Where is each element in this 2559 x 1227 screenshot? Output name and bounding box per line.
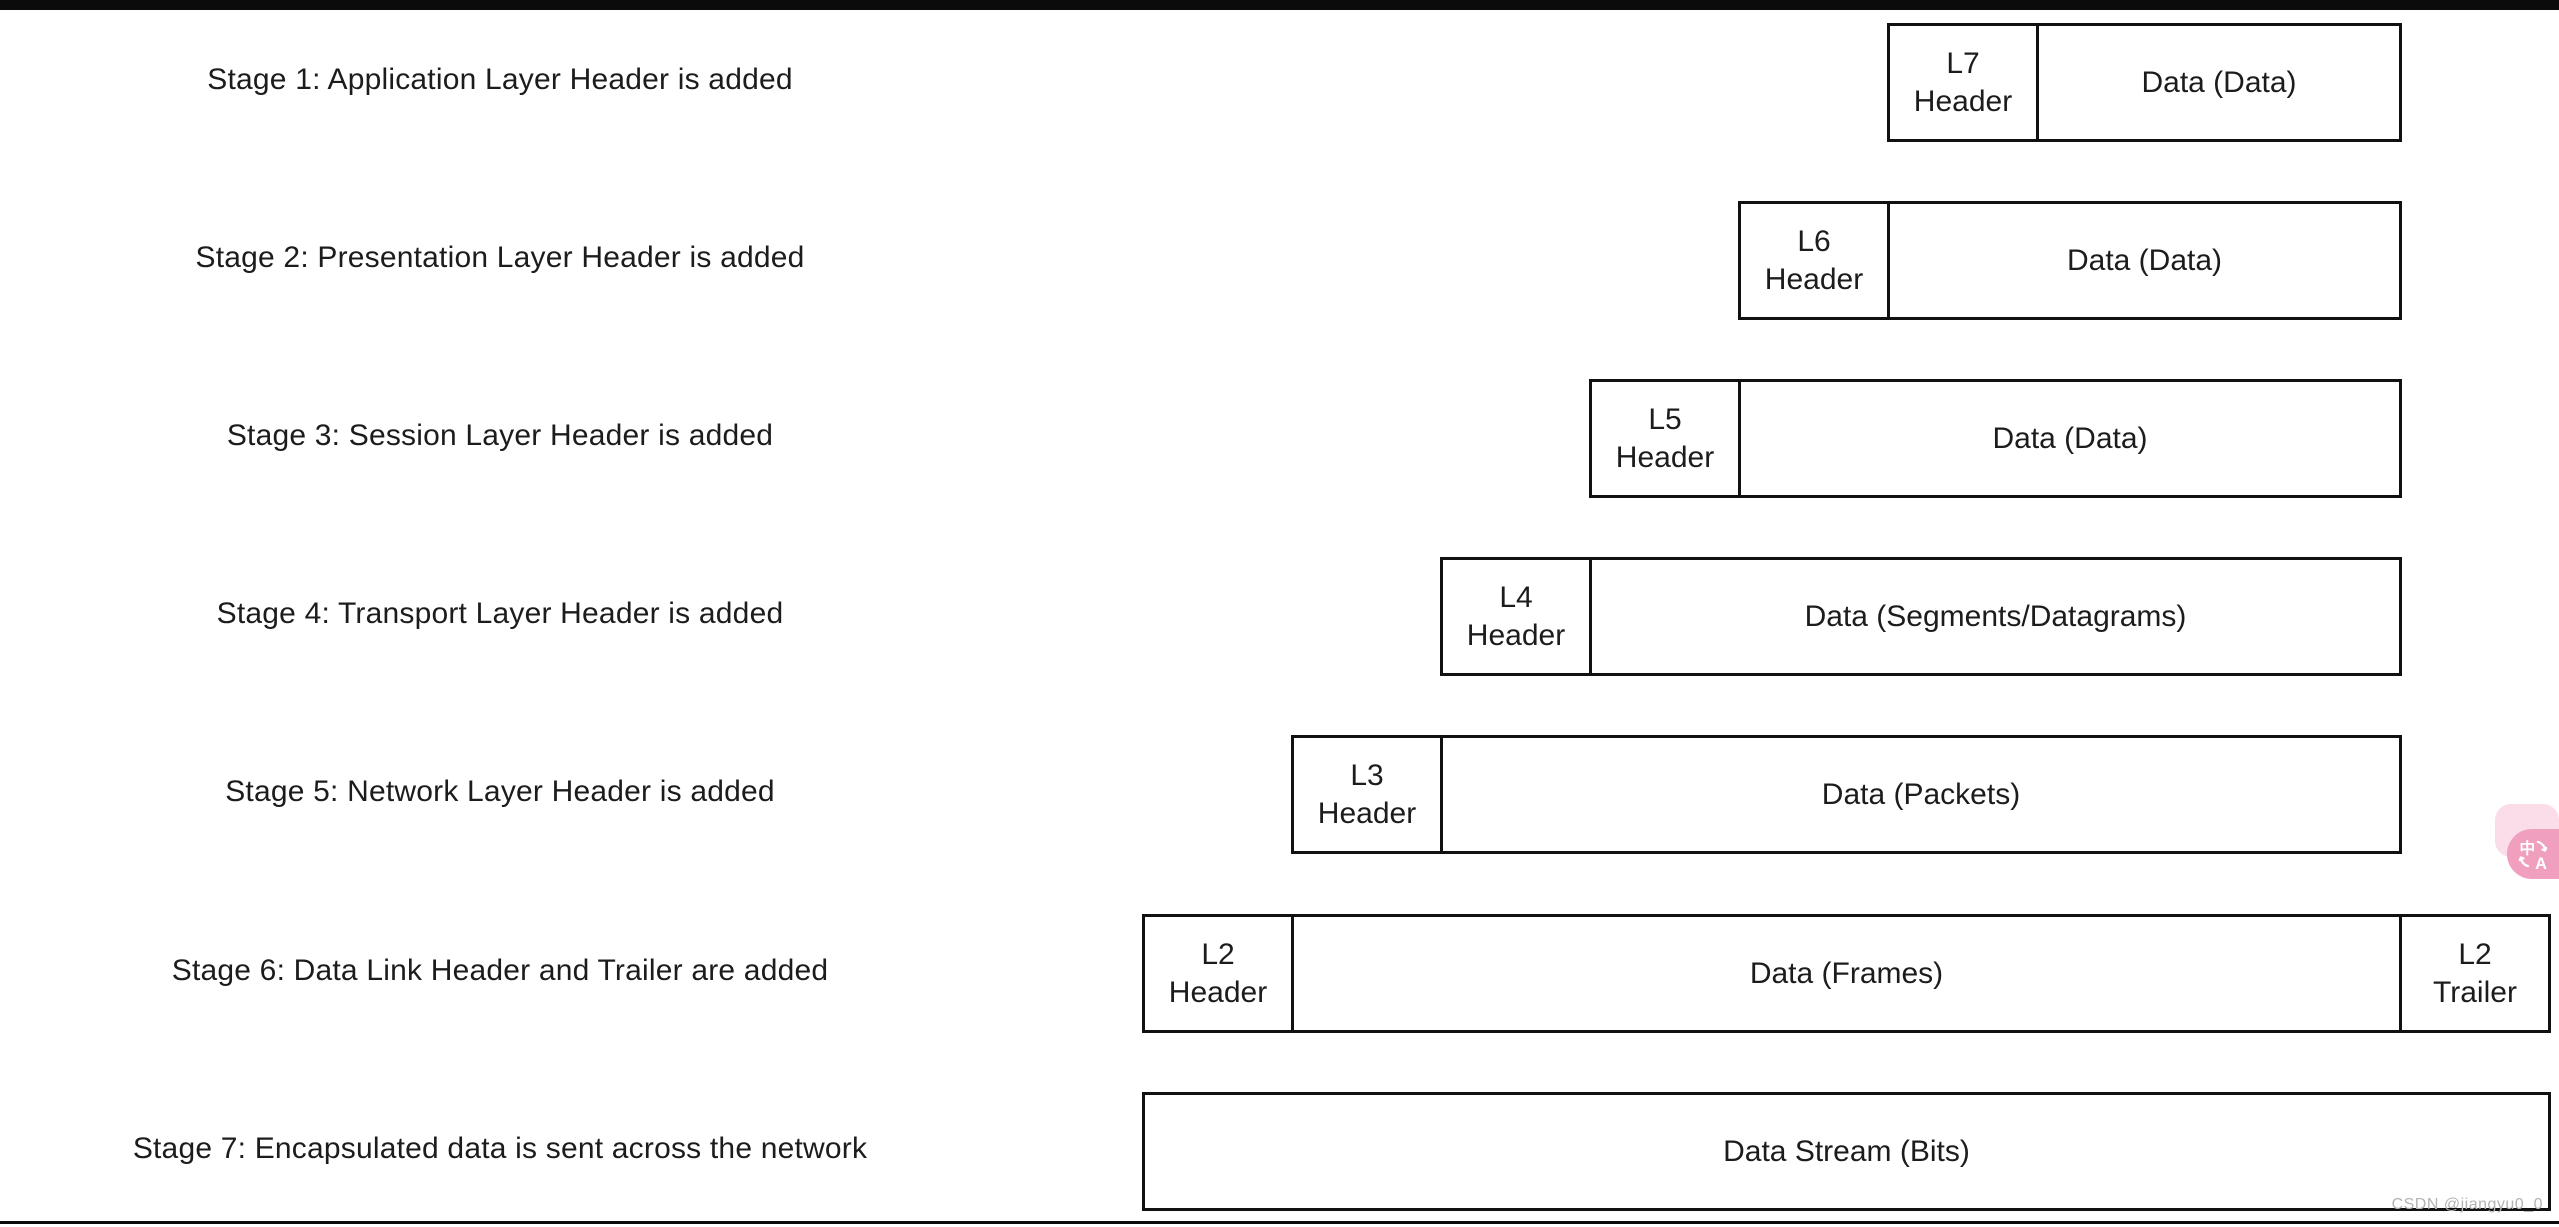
l7-header-line2: Header	[1913, 84, 2013, 118]
translate-button[interactable]: 中 A	[2507, 829, 2559, 879]
stage-4-box: L4 Header Data (Segments/Datagrams)	[1440, 557, 2402, 676]
l2-trailer-line2: Trailer	[2433, 975, 2517, 1009]
l5-header-line1: L5	[1648, 402, 1682, 436]
l7-header-line1: L7	[1946, 46, 1980, 80]
stage-2-data-cell: Data (Data)	[1890, 204, 2399, 317]
stage-2-label: Stage 2: Presentation Layer Header is ad…	[195, 240, 805, 274]
stage-6-label: Stage 6: Data Link Header and Trailer ar…	[171, 953, 829, 987]
data-stream-cell: Data Stream (Bits)	[1145, 1095, 2548, 1208]
l3-header-line1: L3	[1350, 758, 1384, 792]
translate-icon: 中 A	[2516, 837, 2550, 871]
stage-6-box: L2 Header Data (Frames) L2 Trailer	[1142, 914, 2551, 1033]
stage-5-label: Stage 5: Network Layer Header is added	[225, 774, 775, 808]
l2-header-line1: L2	[1201, 937, 1235, 971]
top-border-bar	[0, 0, 2559, 10]
stage-3-data-text: Data (Data)	[1992, 421, 2148, 455]
l3-header-cell: L3 Header	[1294, 738, 1443, 851]
stage-1-data-text: Data (Data)	[2141, 65, 2297, 99]
l4-header-line1: L4	[1499, 580, 1533, 614]
stage-7-label: Stage 7: Encapsulated data is sent acros…	[132, 1131, 868, 1165]
l2-header-line2: Header	[1168, 975, 1268, 1009]
l7-header-cell: L7 Header	[1890, 26, 2039, 139]
stage-4-data-cell: Data (Segments/Datagrams)	[1592, 560, 2399, 673]
l4-header-cell: L4 Header	[1443, 560, 1592, 673]
stage-6-data-cell: Data (Frames)	[1294, 917, 2399, 1030]
stage-3-box: L5 Header Data (Data)	[1589, 379, 2402, 498]
stage-5-data-text: Data (Packets)	[1821, 777, 2021, 811]
translate-icon-a-glyph: A	[2535, 855, 2547, 871]
l2-header-cell: L2 Header	[1145, 917, 1294, 1030]
l5-header-line2: Header	[1615, 440, 1715, 474]
stage-1-label: Stage 1: Application Layer Header is add…	[207, 62, 793, 96]
stage-3-label: Stage 3: Session Layer Header is added	[226, 418, 774, 452]
stage-5-box: L3 Header Data (Packets)	[1291, 735, 2402, 854]
stage-6-data-text: Data (Frames)	[1749, 956, 1944, 990]
data-stream-text: Data Stream (Bits)	[1723, 1134, 1970, 1168]
stage-3-data-cell: Data (Data)	[1741, 382, 2399, 495]
l6-header-line2: Header	[1764, 262, 1864, 296]
stage-1-data-cell: Data (Data)	[2039, 26, 2399, 139]
stage-2-data-text: Data (Data)	[2066, 243, 2223, 277]
stage-7-box: Data Stream (Bits)	[1142, 1092, 2551, 1211]
stage-4-data-text: Data (Segments/Datagrams)	[1804, 599, 2187, 633]
bottom-border-line	[0, 1221, 2559, 1224]
stage-1-box: L7 Header Data (Data)	[1887, 23, 2402, 142]
l6-header-line1: L6	[1797, 224, 1831, 258]
l2-trailer-cell: L2 Trailer	[2399, 917, 2548, 1030]
l6-header-cell: L6 Header	[1741, 204, 1890, 317]
stage-5-data-cell: Data (Packets)	[1443, 738, 2399, 851]
translate-icon-zh-glyph: 中	[2520, 838, 2536, 857]
l3-header-line2: Header	[1317, 796, 1417, 830]
l2-trailer-line1: L2	[2458, 937, 2492, 971]
stage-2-box: L6 Header Data (Data)	[1738, 201, 2402, 320]
watermark-text: CSDN @jiangyu0_0	[2391, 1196, 2543, 1213]
stage-4-label: Stage 4: Transport Layer Header is added	[216, 596, 784, 630]
l5-header-cell: L5 Header	[1592, 382, 1741, 495]
l4-header-line2: Header	[1466, 618, 1566, 652]
